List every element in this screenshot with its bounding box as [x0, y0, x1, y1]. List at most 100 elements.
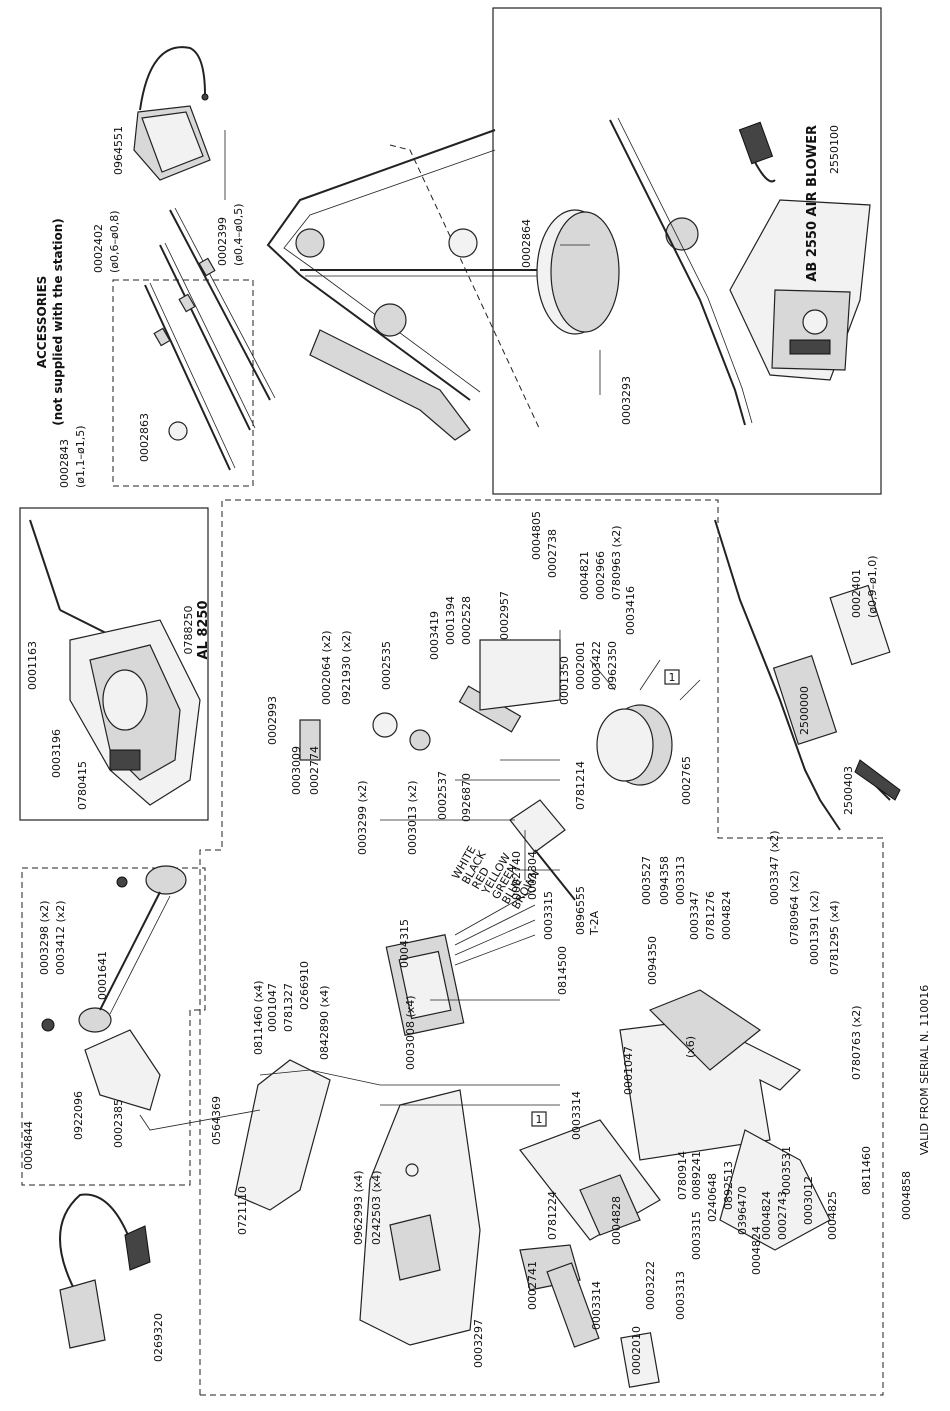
- part-label: 0922096: [72, 1091, 85, 1140]
- front-cover: [359, 1089, 481, 1346]
- small-parts-lower-left: [519, 1244, 660, 1388]
- part-label: 0094350: [646, 936, 659, 985]
- part-label: 0811460: [860, 1146, 873, 1195]
- part-label: 0003313: [674, 856, 687, 905]
- part-label: (ø1,1–ø1,5): [74, 425, 87, 488]
- serial-footnote: VALID FROM SERIAL N. 110016: [918, 985, 931, 1155]
- part-label: 0003013 (x2): [406, 780, 419, 855]
- part-label: 0002738: [546, 529, 559, 578]
- part-label: 0002010: [630, 1326, 643, 1375]
- part-label: 0002740: [510, 851, 523, 900]
- accessories-title-label: ACCESSORIES: [35, 276, 49, 369]
- accessories-subtitle: (not supplied with the station): [51, 218, 65, 426]
- main-pcb: [519, 1119, 661, 1241]
- part-label: 0721110: [236, 1186, 249, 1235]
- part-label: 0780914: [676, 1151, 689, 1200]
- part-label: 0001394: [444, 596, 457, 645]
- part-label: 0003314: [590, 1281, 603, 1330]
- handpiece-code: 0788250: [182, 606, 195, 655]
- part-label: 0003313: [674, 1271, 687, 1320]
- part-label: 0780964 (x2): [788, 870, 801, 945]
- part-label: 0003347 (x2): [768, 830, 781, 905]
- part-label: 0002741: [526, 1261, 539, 1310]
- hot-air-gun: [714, 519, 901, 831]
- part-label: 0002957: [498, 591, 511, 640]
- part-label: 0094358: [658, 856, 671, 905]
- part-label: 0004315: [398, 919, 411, 968]
- part-label: 0002001: [574, 641, 587, 690]
- part-label: 0001047: [622, 1046, 635, 1095]
- part-label: (ø0,9–ø1,0): [866, 555, 879, 618]
- nozzle-set: [144, 207, 276, 471]
- part-label: 0003416: [624, 586, 637, 635]
- part-label: 0089241: [690, 1151, 703, 1200]
- part-label: 0781224: [546, 1191, 559, 1240]
- pcb-holder-stand: [266, 117, 753, 441]
- accessories-title: ACCESSORIES: [35, 276, 49, 369]
- bottom-plate: [719, 1129, 831, 1251]
- part-label: 0269320: [152, 1313, 165, 1362]
- handpiece-model: AL 8250: [196, 600, 211, 659]
- part-label: 0001047: [266, 983, 279, 1032]
- accessories-frame: [492, 7, 882, 495]
- part-label: 0780763 (x2): [850, 1005, 863, 1080]
- power-cord: [59, 1193, 151, 1349]
- part-label: 0002537: [436, 771, 449, 820]
- nozzle-kit-dashed-box: [112, 279, 254, 487]
- part-label: 0926870: [460, 773, 473, 822]
- part-label: 0003298 (x2): [38, 900, 51, 975]
- part-label: 0781295 (x4): [828, 900, 841, 975]
- part-label: 0004844: [22, 1121, 35, 1170]
- stand-kit-dashed-box: [21, 867, 206, 1186]
- air-blower-code: 2550100: [828, 125, 841, 174]
- part-label: 0003009: [290, 746, 303, 795]
- part-label: 0002864: [520, 219, 533, 268]
- part-label: 0003315: [542, 891, 555, 940]
- transformer: [385, 889, 536, 1036]
- part-label: 0002863: [138, 413, 151, 462]
- part-label: 0003419: [428, 611, 441, 660]
- ref-marker-a-text: 1: [669, 671, 676, 684]
- desoldering-handpiece: [29, 519, 201, 806]
- part-label: 0001641: [96, 951, 109, 1000]
- part-label: 0002743: [776, 1191, 789, 1240]
- part-label: 0242503 (x4): [370, 1170, 383, 1245]
- part-label: 0921930 (x2): [340, 630, 353, 705]
- vacuum-pump: [458, 639, 673, 786]
- part-label: 0814500: [556, 946, 569, 995]
- handpiece-frame: [19, 507, 209, 821]
- part-label: (x6): [684, 1036, 697, 1058]
- part-label: 0002774: [308, 746, 321, 795]
- part-label: 0003527: [640, 856, 653, 905]
- ref-marker-b: 1: [531, 1111, 547, 1127]
- accessories-subtitle-label: (not supplied with the station): [51, 218, 65, 426]
- part-label: 0780963 (x2): [610, 525, 623, 600]
- part-label: 0004805: [530, 511, 543, 560]
- part-label: 0396470: [736, 1186, 749, 1235]
- part-label: 0004824: [750, 1226, 763, 1275]
- leader-lines: [139, 130, 701, 1131]
- part-label: 0003293: [620, 376, 633, 425]
- ref-marker-b-text: 1: [536, 1113, 543, 1126]
- part-label: 0004828: [610, 1196, 623, 1245]
- part-label: 0002528: [460, 596, 473, 645]
- part-label: 0003299 (x2): [356, 780, 369, 855]
- part-label: 0962993 (x4): [352, 1170, 365, 1245]
- part-label: 0892513: [722, 1161, 735, 1210]
- part-label: 0842890 (x4): [318, 985, 331, 1060]
- part-label: 0002385: [112, 1099, 125, 1148]
- foot-pedal: [133, 46, 211, 181]
- part-label: 0781276: [704, 891, 717, 940]
- part-label: 0964551: [112, 126, 125, 175]
- part-label: 0003196: [50, 729, 63, 778]
- part-label: 0780415: [76, 761, 89, 810]
- part-label: 0003304: [526, 851, 539, 900]
- part-label: 0002535: [380, 641, 393, 690]
- part-label: 0002401: [850, 569, 863, 618]
- part-label: 0781327: [282, 983, 295, 1032]
- part-label: 0004824: [760, 1191, 773, 1240]
- part-label: 0001163: [26, 641, 39, 690]
- part-label: 0002402: [92, 224, 105, 273]
